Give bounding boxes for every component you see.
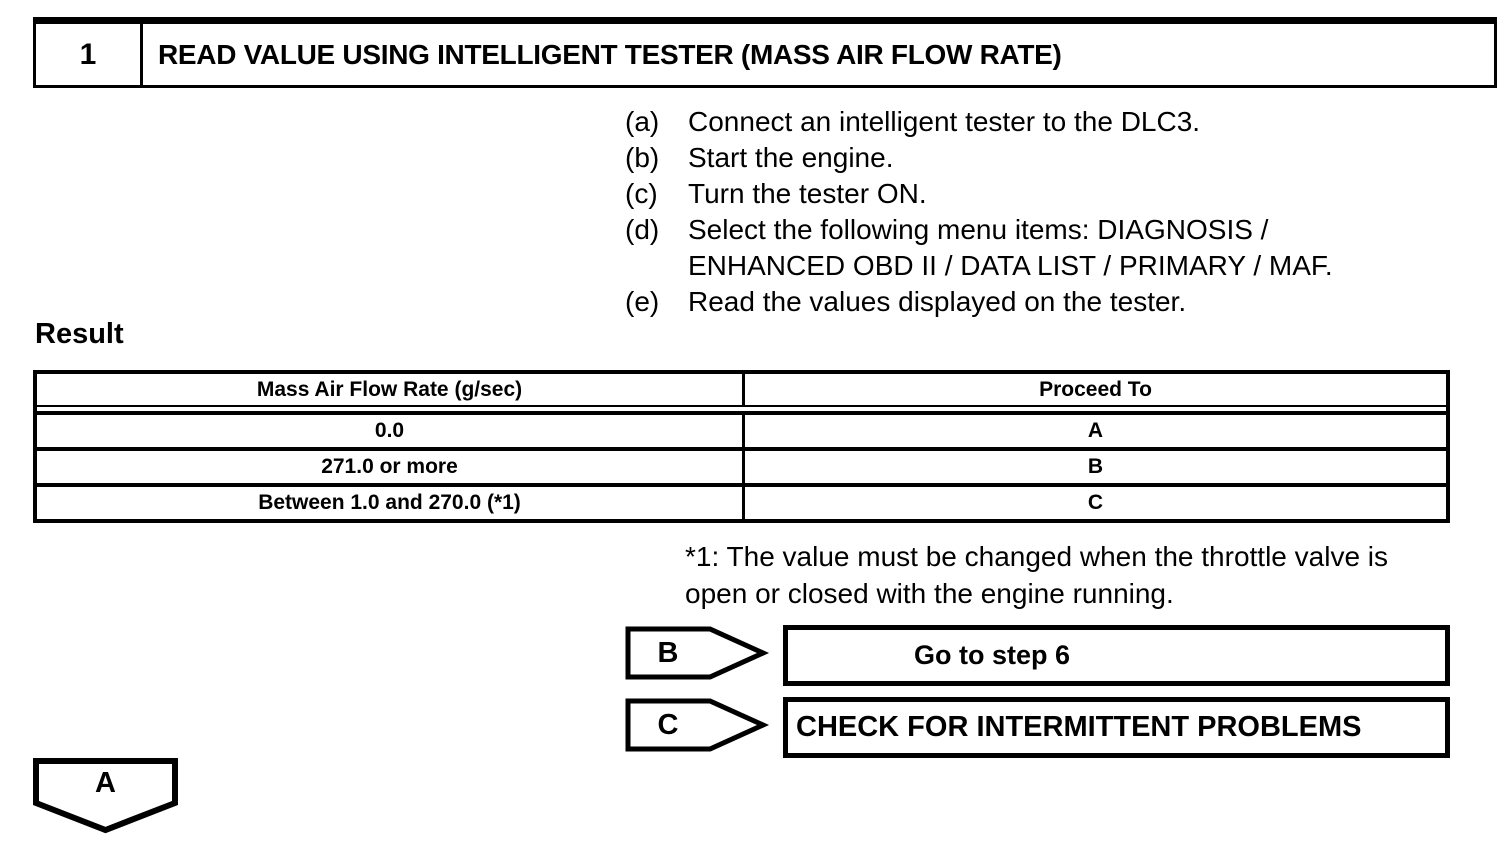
table-row: Between 1.0 and 270.0 (*1) C: [37, 483, 1446, 519]
procedure-step-e: (e) Read the values displayed on the tes…: [625, 284, 1333, 320]
procedure-step-a: (a) Connect an intelligent tester to the…: [625, 104, 1333, 140]
procedure-step-b: (b) Start the engine.: [625, 140, 1333, 176]
branch-b-action: Go to step 6: [914, 640, 1071, 670]
table-header-row: Mass Air Flow Rate (g/sec) Proceed To: [37, 374, 1446, 407]
step-text: ENHANCED OBD II / DATA LIST / PRIMARY / …: [688, 250, 1333, 281]
column-header-proceed-to: Proceed To: [1039, 377, 1152, 401]
result-table: Mass Air Flow Rate (g/sec) Proceed To 0.…: [33, 370, 1450, 523]
procedure-step-d: (d) Select the following menu items: DIA…: [625, 212, 1333, 284]
pentagon-arrow-icon: [625, 626, 770, 680]
branch-b-label: B: [657, 636, 679, 669]
step-number-box: 1: [36, 24, 143, 85]
branch-c-label: C: [657, 708, 679, 741]
continuation-a-marker: A: [33, 758, 181, 836]
step-title-box: READ VALUE USING INTELLIGENT TESTER (MAS…: [143, 24, 1494, 85]
continuation-a-label: A: [95, 766, 116, 799]
proceed-to-cell: A: [1087, 419, 1104, 442]
branch-c-marker: C: [625, 698, 771, 752]
procedure-list: (a) Connect an intelligent tester to the…: [625, 104, 1333, 320]
step-header: 1 READ VALUE USING INTELLIGENT TESTER (M…: [33, 17, 1497, 88]
step-text: Connect an intelligent tester to the DLC…: [688, 106, 1201, 137]
branch-c-action-box: CHECK FOR INTERMITTENT PROBLEMS: [783, 697, 1450, 758]
procedure-step-c: (c) Turn the tester ON.: [625, 176, 1333, 212]
condition-cell: Between 1.0 and 270.0 (*1): [37, 487, 745, 519]
step-text: Turn the tester ON.: [688, 178, 927, 209]
step-text: Start the engine.: [688, 142, 894, 173]
proceed-to-cell: C: [1087, 491, 1104, 514]
branch-c-action: CHECK FOR INTERMITTENT PROBLEMS: [796, 711, 1362, 743]
footnote-line: *1: The value must be changed when the t…: [685, 541, 1389, 572]
condition-cell: 271.0 or more: [37, 451, 745, 483]
pentagon-arrow-icon: [625, 698, 770, 752]
branch-b-marker: B: [625, 626, 771, 680]
step-text: Read the values displayed on the tester.: [688, 286, 1187, 317]
step-number: 1: [79, 37, 97, 71]
footnote: *1: The value must be changed when the t…: [685, 538, 1388, 612]
step-label: (a): [625, 106, 660, 137]
branch-b-action-box: Go to step 6: [783, 625, 1450, 686]
step-label: (b): [625, 142, 660, 173]
step-label: (d): [625, 214, 660, 245]
condition-cell: 0.0: [37, 415, 745, 447]
table-row: 271.0 or more B: [37, 447, 1446, 483]
column-header-condition: Mass Air Flow Rate (g/sec): [37, 374, 745, 405]
step-text: Select the following menu items: DIAGNOS…: [688, 214, 1269, 245]
step-label: (c): [625, 178, 658, 209]
proceed-to-cell: B: [1087, 455, 1104, 478]
result-heading: Result: [35, 318, 124, 350]
step-label: (e): [625, 286, 660, 317]
table-row: 0.0 A: [37, 411, 1446, 447]
step-title: READ VALUE USING INTELLIGENT TESTER (MAS…: [158, 38, 1062, 70]
pentagon-down-icon: [33, 758, 178, 834]
footnote-line: open or closed with the engine running.: [685, 578, 1174, 609]
